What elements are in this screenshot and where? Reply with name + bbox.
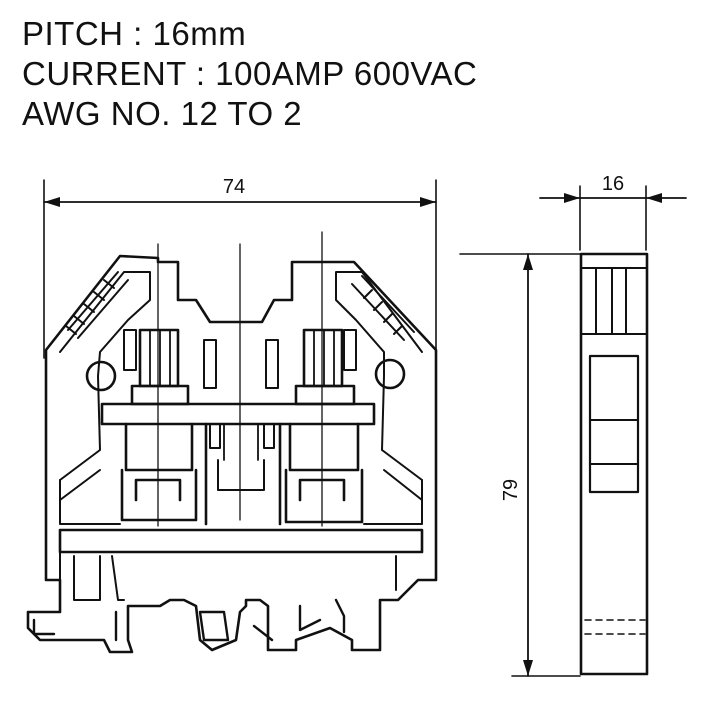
base-rail: [58, 528, 424, 554]
front-view-outline: [26, 254, 438, 654]
spec-block: PITCH : 16mm CURRENT : 100AMP 600VAC AWG…: [22, 14, 477, 134]
din-rail-foot: [32, 598, 346, 642]
dimension-width: 74: [43, 176, 437, 359]
clamp-bar: [100, 402, 376, 426]
dimension-height-label: 79: [500, 479, 522, 501]
spec-pitch: PITCH : 16mm: [22, 15, 247, 52]
right-slot-hatching: [351, 275, 415, 341]
right-mounting-hole: [374, 358, 406, 390]
front-view: [26, 231, 438, 654]
dimension-thickness-label: 16: [602, 173, 624, 195]
left-slot-hatching: [65, 271, 129, 339]
dimension-width-label: 74: [223, 176, 245, 198]
center-current-bar: [203, 339, 282, 526]
side-view-outline: [579, 252, 649, 676]
centerlines: [157, 231, 323, 527]
dimension-height: 79: [459, 253, 581, 677]
left-mounting-hole: [85, 360, 117, 392]
right-clamp-screw: [284, 328, 364, 524]
side-view: 16 79: [459, 173, 687, 677]
spec-current: CURRENT : 100AMP 600VAC: [22, 55, 478, 92]
spec-awg: AWG NO. 12 TO 2: [22, 95, 303, 132]
dimension-thickness: 16: [539, 173, 687, 251]
